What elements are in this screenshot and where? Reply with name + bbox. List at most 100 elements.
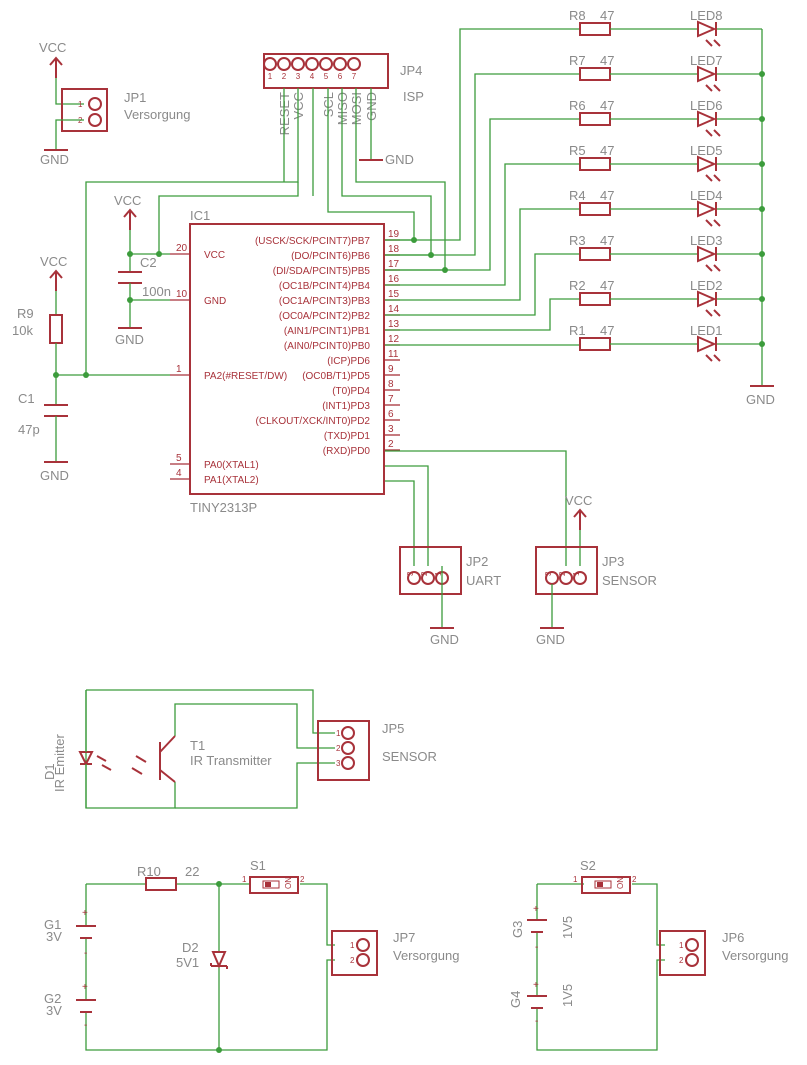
- c1-value: 47p: [18, 422, 40, 437]
- r9-ref: R9: [17, 306, 34, 321]
- g1-ref: G1: [44, 917, 61, 932]
- receive-arrows-icon: [131, 755, 147, 775]
- led-resistor: [579, 157, 611, 171]
- led-resistor-ref: R7: [569, 53, 586, 68]
- svg-text:3: 3: [406, 571, 415, 576]
- t1-desc: IR Transmitter: [190, 753, 272, 768]
- ic-pin-name: (ICP)PD6: [327, 356, 370, 367]
- jp3-connector: [535, 546, 598, 595]
- d1-ref: D1: [42, 763, 57, 780]
- gnd-label: GND: [115, 332, 144, 347]
- jp5-connector: [317, 720, 370, 781]
- svg-text:2: 2: [632, 875, 637, 884]
- svg-text:+: +: [533, 904, 539, 915]
- vcc-label: VCC: [40, 254, 67, 269]
- t1-ref: T1: [190, 738, 205, 753]
- led-resistor-ref: R3: [569, 233, 586, 248]
- r9-c1-group: VCC GND R9 10k C1 47p: [12, 254, 89, 483]
- jp2-ref: JP2: [466, 554, 488, 569]
- jp4-pin-number: 1: [268, 72, 273, 81]
- jp1-ref: JP1: [124, 90, 146, 105]
- ic1-group: IC1 TINY2313P 20VCC10GND1PA2(#RESET/DW)5…: [170, 208, 400, 515]
- gnd-label: GND: [430, 632, 459, 647]
- jp2-desc: UART: [466, 573, 501, 588]
- svg-text:+: +: [82, 982, 88, 993]
- svg-text:1: 1: [78, 100, 83, 109]
- g3-value: 1V5: [560, 916, 575, 939]
- jp4-pin-number: 6: [338, 72, 343, 81]
- svg-text:2: 2: [350, 956, 355, 965]
- c1-capacitor: [44, 404, 68, 417]
- ic-pin-number: 7: [388, 394, 394, 405]
- ic-pin-name: PA1(XTAL2): [204, 475, 259, 486]
- jp3-ref: JP3: [602, 554, 624, 569]
- light-arrows-icon: [705, 174, 721, 182]
- r10-ref: R10: [137, 864, 161, 879]
- led-diode: [697, 200, 717, 218]
- ic-pin-number: 19: [388, 229, 400, 240]
- led-resistor-value: 47: [600, 278, 614, 293]
- svg-text:1: 1: [572, 571, 581, 576]
- light-arrows-icon: [705, 39, 721, 47]
- s1-ref: S1: [250, 858, 266, 873]
- d2-ref: D2: [182, 940, 199, 955]
- led-diode: [697, 65, 717, 83]
- ir-module-group: D1 IR Emitter T1 IR Transmitter 1 2 3 JP…: [42, 689, 437, 809]
- ic-pin-name: (OC1A/PCINT3)PB3: [279, 296, 371, 307]
- gnd-label: GND: [746, 392, 775, 407]
- jp4-pin-number: 2: [282, 72, 287, 81]
- jp4-pin: [347, 57, 361, 71]
- ic-pin-name: (CLKOUT/XCK/INT0)PD2: [256, 416, 371, 427]
- jp4-pin-number: 7: [352, 72, 357, 81]
- jp4-pin: [277, 57, 291, 71]
- svg-text:2: 2: [336, 744, 341, 753]
- g1-value: 3V: [46, 929, 62, 944]
- light-arrows-icon: [705, 309, 721, 317]
- led-wire: [385, 28, 580, 241]
- led-ref: LED2: [690, 278, 723, 293]
- vcc-arrow-icon: [573, 508, 587, 530]
- led-ref: LED6: [690, 98, 723, 113]
- ic-pin-name: (AIN0/PCINT0)PB0: [284, 341, 371, 352]
- jp6-ref: JP6: [722, 930, 744, 945]
- jp7-ref: JP7: [393, 930, 415, 945]
- gnd-label: GND: [536, 632, 565, 647]
- ic-pin-number: 2: [388, 439, 394, 450]
- led-resistor: [579, 112, 611, 126]
- ic-pin-number: 1: [176, 364, 182, 375]
- s2-switch: [581, 876, 631, 894]
- led-resistor-value: 47: [600, 233, 614, 248]
- jp4-pin: [305, 57, 319, 71]
- svg-text:ON: ON: [616, 877, 625, 889]
- led-diode: [697, 290, 717, 308]
- jp4-pin: [291, 57, 305, 71]
- r10-value: 22: [185, 864, 199, 879]
- led-resistor-ref: R6: [569, 98, 586, 113]
- r9-value: 10k: [12, 323, 33, 338]
- jp6-desc: Versorgung: [722, 948, 789, 963]
- led-resistor-value: 47: [600, 8, 614, 23]
- vcc-label: VCC: [39, 40, 66, 55]
- led-ref: LED3: [690, 233, 723, 248]
- g2-value: 3V: [46, 1003, 62, 1018]
- svg-text:ON: ON: [284, 877, 293, 889]
- jp5-desc: SENSOR: [382, 749, 437, 764]
- led-wire: [385, 208, 580, 301]
- g2-battery: [76, 999, 96, 1013]
- vcc-arrow-icon: [49, 269, 63, 291]
- s2-ref: S2: [580, 858, 596, 873]
- jp2-connector: [399, 546, 462, 595]
- ic-pin-name: (OC1B/PCINT4)PB4: [279, 281, 371, 292]
- led-ref: LED5: [690, 143, 723, 158]
- jp4-ref: JP4: [400, 63, 422, 78]
- vcc-label: VCC: [114, 193, 141, 208]
- svg-text:1: 1: [336, 729, 341, 738]
- jp7-connector: [331, 930, 378, 976]
- led-wire: [385, 253, 580, 316]
- led-resistor-ref: R2: [569, 278, 586, 293]
- ic-pin-number: 17: [388, 259, 400, 270]
- jp4-connector: [263, 53, 389, 89]
- g3-battery: [527, 919, 547, 933]
- led-resistor: [579, 67, 611, 81]
